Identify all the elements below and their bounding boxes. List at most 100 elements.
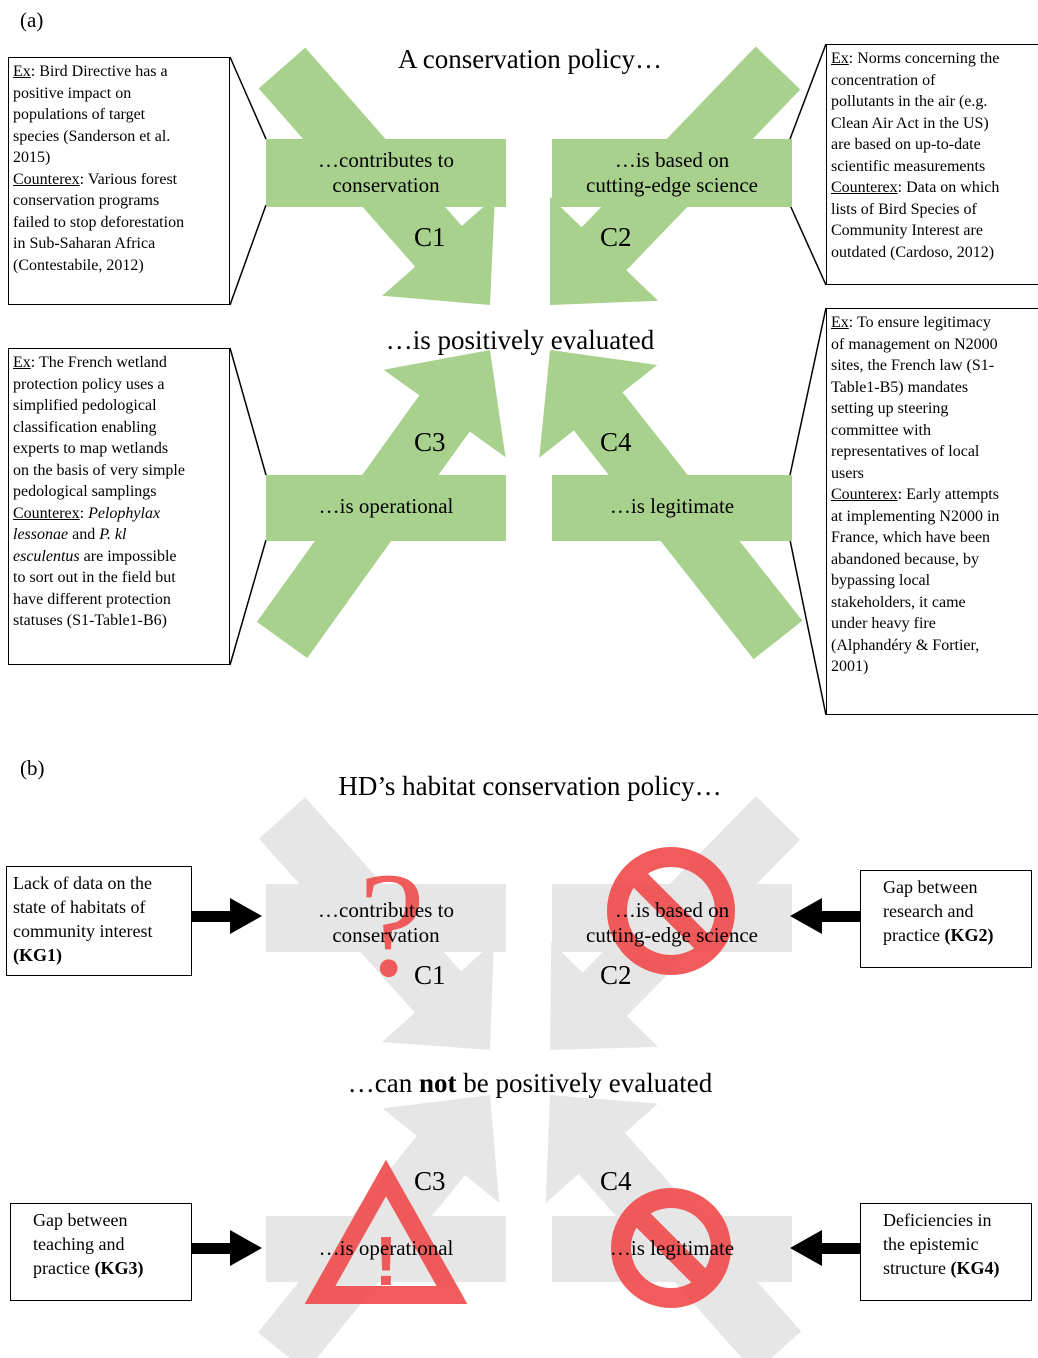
panel-b-arrow-c1-label: C1: [414, 960, 446, 990]
kg3-code: (KG3): [94, 1258, 144, 1278]
panel-a-arrow-shapes: [256, 46, 803, 660]
ex-text-line: are based on up-to-date: [831, 136, 981, 153]
middle-heading-pre: …can: [347, 1068, 420, 1098]
warning-triangle-icon: !: [304, 1159, 468, 1304]
ex-text-line: on the basis of very simple: [13, 461, 185, 479]
ex-text-line: 2015): [13, 149, 51, 166]
example-box-c1: Ex: Bird Directive has a positive impact…: [8, 57, 230, 305]
arrow-c1-text-line1: …contributes to: [318, 898, 454, 922]
counterex-text-line: are impossible: [79, 547, 177, 565]
species-name: P. kl: [99, 526, 127, 543]
ex-label: Ex: [13, 63, 31, 80]
kg3-text-line: teaching and: [33, 1234, 125, 1254]
middle-heading-bold: not: [419, 1068, 457, 1098]
callout-line-c4-top: [789, 307, 827, 476]
kg2-connector-arrow: [790, 898, 860, 934]
svg-text:!: !: [374, 1222, 397, 1300]
counterex-text-line: Community Interest are: [831, 222, 983, 239]
ex-text-line: experts to map wetlands: [13, 440, 169, 457]
counterex-text-line: have different protection: [13, 590, 171, 608]
counterex-label: Counterex: [13, 504, 80, 522]
panel-b-arrow-c2-label: C2: [600, 960, 632, 990]
kg1-box: Lack of data on the state of habitats of…: [6, 866, 192, 976]
question-mark-icon: ?: [359, 842, 426, 1008]
kg4-code: (KG4): [950, 1258, 1000, 1278]
arrow-c2-label: C2: [600, 222, 632, 252]
counterex-text-line: outdated (Cardoso, 2012): [831, 243, 995, 261]
arrow-c3-text: …is operational: [266, 494, 506, 519]
kg2-code: (KG2): [944, 925, 994, 945]
arrow-c3-text-line1: …is operational: [318, 494, 454, 518]
counterex-text-line: bypassing local: [831, 572, 931, 589]
counterex-text-line: failed to stop deforestation: [13, 213, 185, 231]
counterex-text-line: 2001): [831, 658, 869, 675]
counterex-text-line: and: [68, 526, 100, 543]
ex-text-line: Clean Air Act in the US): [831, 114, 989, 132]
counterex-text-line: at implementing N2000 in: [831, 507, 1000, 525]
arrow-c4-text-line1: …is legitimate: [609, 1236, 735, 1260]
callout-line-c2-top: [789, 43, 827, 140]
counterex-text-line: to sort out in the field but: [13, 569, 176, 586]
ex-text-line: sites, the French law (S1-: [831, 357, 995, 374]
ex-label: Ex: [13, 354, 31, 371]
counterex-text-line: lists of Bird Species of: [831, 200, 977, 218]
kg4-box: Deficiencies in the epistemic structure …: [860, 1203, 1032, 1301]
species-name: lessonae: [13, 526, 69, 543]
ex-text-line: representatives of local: [831, 443, 980, 460]
ex-text-line: : Norms concerning the: [848, 50, 1000, 67]
arrow-c2-text: …is based on cutting-edge science: [552, 148, 792, 198]
ex-text-line: pedological samplings: [13, 483, 157, 500]
ex-text-line: species (Sanderson et al.: [13, 127, 171, 145]
ex-text-line: Table1-B5) mandates: [831, 378, 969, 396]
panel-b-arrow-c4-label: C4: [600, 1166, 632, 1196]
ex-text-line: simplified pedological: [13, 397, 157, 414]
counterex-text-line: in Sub-Saharan Africa: [13, 235, 156, 252]
ex-text-line: setting up steering: [831, 400, 949, 417]
panel-b-arrow-c4-text: …is legitimate: [552, 1236, 792, 1261]
panel-a-band-c4: [552, 475, 792, 541]
panel-b-arrow-c1-text: …contributes to conservation: [266, 898, 506, 948]
panel-a-band-c3: [266, 475, 506, 541]
arrow-c4-label: C4: [600, 427, 632, 457]
ex-text-line: : Bird Directive has a: [30, 63, 168, 80]
counterex-text-line: : Various forest: [79, 170, 178, 188]
callout-line-c4-bottom: [789, 539, 827, 716]
kg3-text-line: Gap between: [33, 1210, 128, 1230]
arrow-c4-text: …is legitimate: [552, 494, 792, 519]
callout-line-c1-bottom: [229, 204, 267, 306]
arrow-c1-text-line2: conservation: [332, 923, 440, 947]
ex-text-line: : The French wetland: [30, 354, 167, 371]
example-box-c4: Ex: To ensure legitimacy of management o…: [826, 308, 1038, 715]
counterex-label: Counterex: [13, 170, 80, 188]
panel-b-arrow-c2-text: …is based on cutting-edge science: [552, 898, 792, 948]
ex-text-line: : To ensure legitimacy: [848, 314, 991, 331]
arrow-c2-text-line2: cutting-edge science: [586, 923, 758, 947]
kg4-text-line: Deficiencies in: [883, 1210, 992, 1230]
example-box-c3: Ex: The French wetland protection policy…: [8, 348, 230, 665]
arrow-c3-label: C3: [414, 427, 446, 457]
panel-b-top-heading: HD’s habitat conservation policy…: [338, 771, 722, 801]
panel-b-arrow-c3-text: …is operational: [266, 1236, 506, 1261]
panel-a-label: (a): [20, 8, 44, 32]
panel-a-top-heading: A conservation policy…: [398, 44, 662, 74]
arrow-c1-label: C1: [414, 222, 446, 252]
arrow-c2-text-line2: cutting-edge science: [586, 173, 758, 197]
panel-a-middle-heading: …is positively evaluated: [385, 325, 655, 355]
callout-line-c2-bottom: [789, 204, 827, 286]
kg1-code: (KG1): [13, 945, 62, 965]
counterex-text-line: conservation programs: [13, 192, 160, 209]
panel-b-label: (b): [20, 756, 45, 780]
kg2-text-line: research and: [883, 901, 974, 921]
callout-line-c3-top: [229, 347, 267, 476]
arrow-c2-text-line1: …is based on: [614, 898, 730, 922]
counterex-text-line: France, which have been: [831, 529, 991, 546]
ex-text-line: scientific measurements: [831, 157, 986, 175]
prohibition-icon-c2: [607, 847, 735, 975]
kg1-text-line: Lack of data on the: [13, 873, 152, 893]
kg2-text-line: practice: [883, 925, 945, 945]
panel-b-band-c3: [266, 1216, 506, 1282]
counterex-text-line: stakeholders, it came: [831, 593, 966, 611]
counterex-colon: :: [79, 504, 89, 522]
ex-text-line: pollutants in the air (e.g.: [831, 93, 988, 110]
